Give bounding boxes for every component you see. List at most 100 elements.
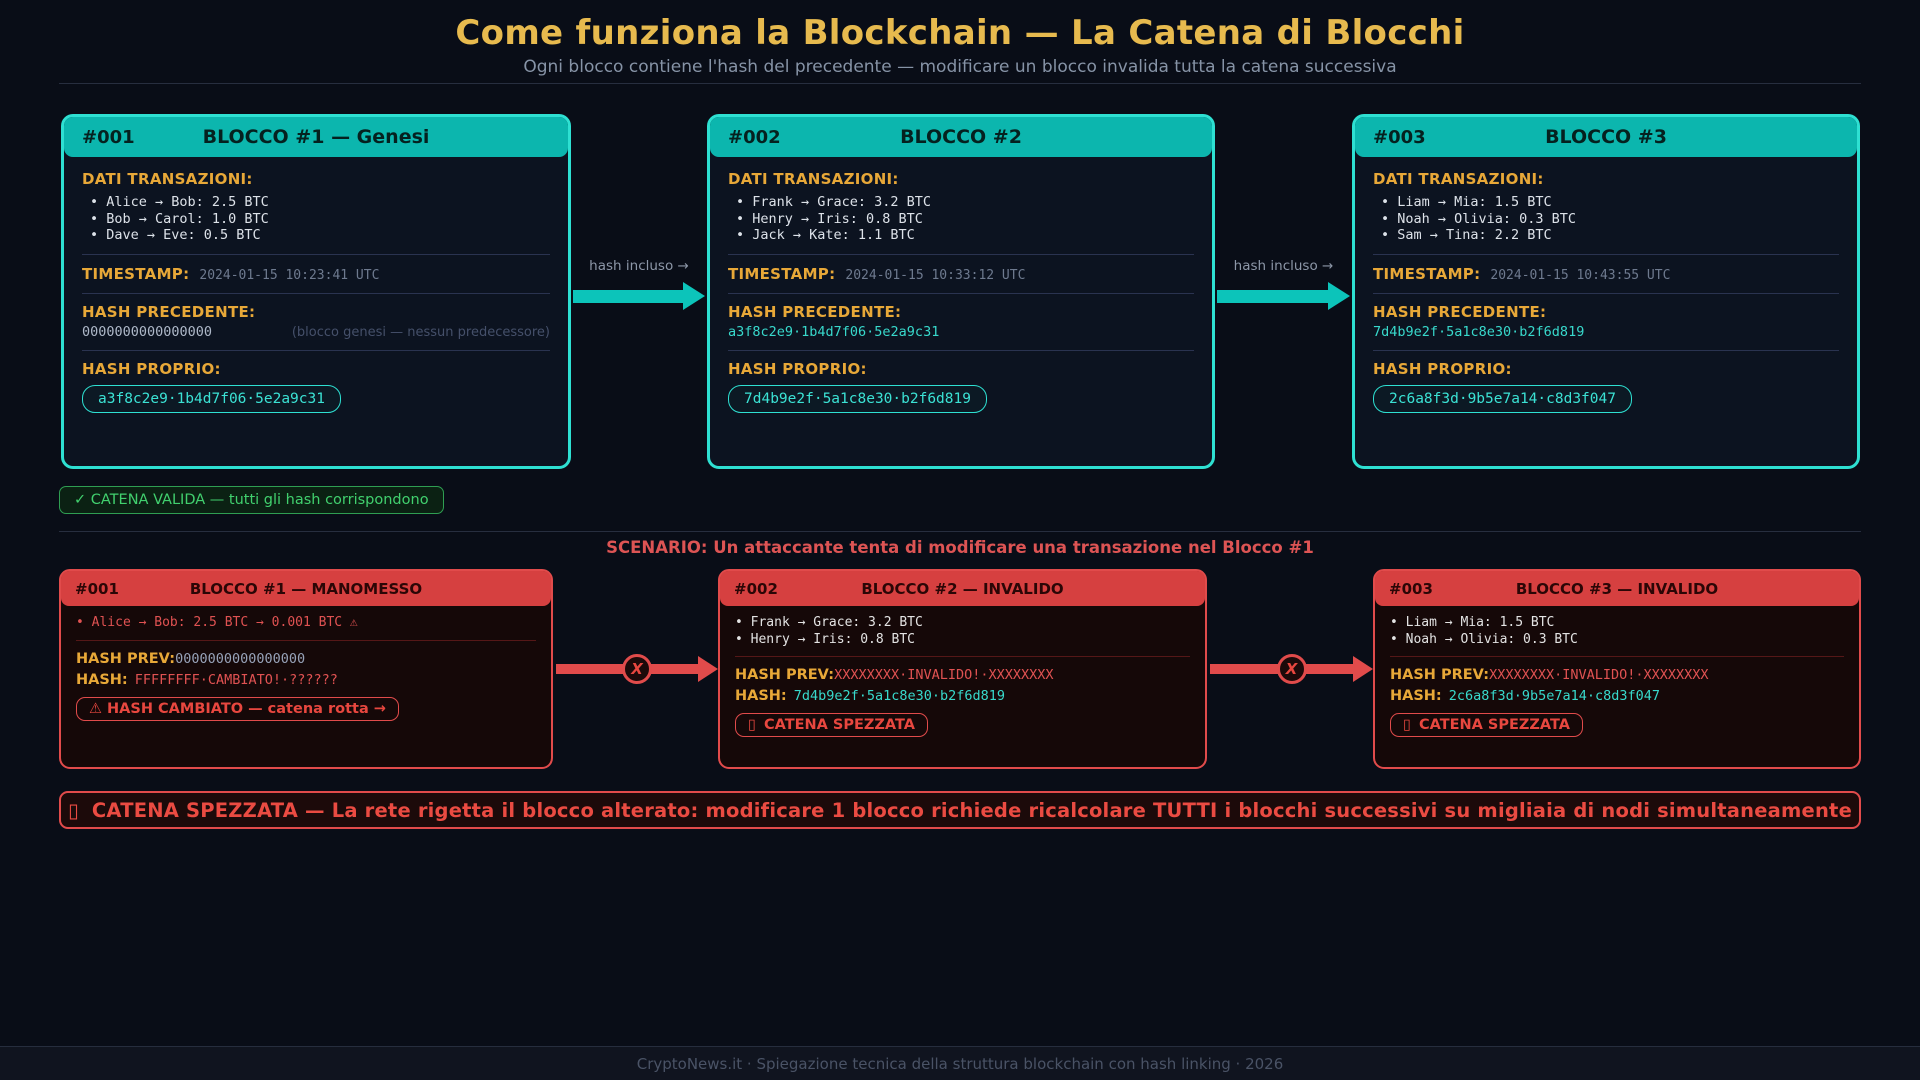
valid-block-1-header: #001 BLOCCO #1 — Genesi [64,117,568,157]
transactions-label: DATI TRANSAZIONI: [728,170,899,188]
broken-chain-missing-glyph-icon: ▯ [67,798,79,822]
chain-broken-banner: ▯ CATENA SPEZZATA — La rete rigetta il b… [59,791,1861,829]
valid-block-2: #002 BLOCCO #2 DATI TRANSAZIONI: • Frank… [707,114,1215,469]
invalid-block-3-body: • Liam → Mia: 1.5 BTC • Noah → Olivia: 0… [1375,606,1859,737]
chain-valid-badge: ✓ CATENA VALIDA — tutti gli hash corrisp… [59,486,444,514]
arrow-right-icon [698,656,718,682]
broken-link-arrow-1: X [556,654,718,684]
transaction-row: • Noah → Olivia: 0.3 BTC [1381,210,1577,227]
transaction-row: • Frank → Grace: 3.2 BTC [736,194,932,210]
divider [82,253,550,255]
broken-link-arrow-2: X [1210,654,1373,684]
valid-block-3: #003 BLOCCO #3 DATI TRANSAZIONI: • Liam … [1352,114,1860,469]
divider [735,656,1190,657]
own-hash-label: HASH PROPRIO: [1373,359,1512,378]
prev-hash-label: HASH PRECEDENTE: [728,302,902,321]
chain-broken-badge-label: CATENA SPEZZATA [763,717,916,733]
valid-block-1: #001 BLOCCO #1 — Genesi DATI TRANSAZIONI… [61,114,571,469]
prev-hash-label: HASH PREV: [1390,667,1490,683]
prev-hash-label: HASH PREV: [76,650,176,667]
prev-hash-value: 0000000000000000 [82,323,213,340]
transaction-row: • Liam → Mia: 1.5 BTC [1390,615,1555,630]
transactions-list: • Liam → Mia: 1.5 BTC • Noah → Olivia: 0… [1373,194,1839,244]
block-title: BLOCCO #1 — MANOMESSO [189,579,423,598]
arrow-right-icon [1217,282,1350,310]
prev-hash-row: 7d4b9e2f·5a1c8e30·b2f6d819 [1373,324,1839,340]
footer: CryptoNews.it · Spiegazione tecnica dell… [0,1046,1920,1080]
chain-broken-banner-text: CATENA SPEZZATA — La rete rigetta il blo… [91,798,1852,822]
block-id: #001 [75,579,119,598]
transaction-row: • Sam → Tina: 2.2 BTC [1381,227,1552,243]
broken-chain-missing-glyph-icon: ▯ [1403,717,1411,733]
transactions-label: DATI TRANSAZIONI: [1373,170,1544,188]
prev-hash-row: 0000000000000000 (blocco genesi — nessun… [82,324,550,340]
arrow-right-icon [573,282,705,310]
divider [1373,292,1839,294]
divider [728,292,1194,294]
timestamp-row: TIMESTAMP: 2024-01-15 10:43:55 UTC [1373,264,1839,283]
transaction-row: • Henry → Iris: 0.8 BTC [736,210,923,227]
prev-hash-value: a3f8c2e9·1b4d7f06·5e2a9c31 [728,323,940,340]
own-hash-row: HASH:2c6a8f3d·9b5e7a14·c8d3f047 [1390,685,1844,706]
prev-hash-label: HASH PREV: [735,667,835,683]
timestamp-row: TIMESTAMP:2024-01-15 10:23:41 UTC [82,264,550,283]
block-title: BLOCCO #2 [900,126,1022,148]
own-hash-label: HASH: [735,688,787,704]
divider [82,349,550,351]
tampered-block-1-header: #001 BLOCCO #1 — MANOMESSO [61,571,551,606]
own-hash-label: HASH: [1390,688,1442,704]
transaction-row: • Jack → Kate: 1.1 BTC [736,227,915,243]
transaction-row: • Noah → Olivia: 0.3 BTC [1390,631,1578,647]
invalid-block-2: #002 BLOCCO #2 — INVALIDO • Frank → Grac… [718,569,1207,769]
hash-changed-badge: ⚠ HASH CAMBIATO — catena rotta → [76,696,399,721]
divider [1373,349,1839,351]
block-id: #002 [734,579,778,598]
own-hash-value: 7d4b9e2f·5a1c8e30·b2f6d819 [728,384,987,413]
chain-broken-badge-label: CATENA SPEZZATA [1418,717,1571,733]
invalid-block-3: #003 BLOCCO #3 — INVALIDO • Liam → Mia: … [1373,569,1861,769]
invalid-block-2-body: • Frank → Grace: 3.2 BTC • Henry → Iris:… [720,606,1205,737]
transaction-row: • Frank → Grace: 3.2 BTC [735,615,923,630]
own-hash-label: HASH: [76,671,128,688]
own-hash-value: 2c6a8f3d·9b5e7a14·c8d3f047 [1373,384,1632,413]
chain-broken-badge: ▯ CATENA SPEZZATA [735,713,929,737]
block-title: BLOCCO #1 — Genesi [202,126,430,148]
timestamp-value: 2024-01-15 10:43:55 UTC [1490,267,1671,283]
prev-hash-label: HASH PRECEDENTE: [1373,302,1547,321]
block-title: BLOCCO #3 [1545,126,1667,148]
divider [1390,656,1844,657]
divider [728,349,1194,351]
own-hash-value: 7d4b9e2f·5a1c8e30·b2f6d819 [793,688,1006,704]
scenario-title: SCENARIO: Un attaccante tenta di modific… [606,538,1314,557]
divider [82,292,550,294]
own-hash-value: a3f8c2e9·1b4d7f06·5e2a9c31 [82,384,341,413]
transaction-row: • Alice → Bob: 2.5 BTC [90,194,269,210]
prev-hash-label: HASH PRECEDENTE: [82,302,256,321]
timestamp-value: 2024-01-15 10:33:12 UTC [845,267,1026,283]
arrow-right-icon [1353,656,1373,682]
transactions-list: • Alice → Bob: 2.5 BTC • Bob → Carol: 1.… [82,194,550,244]
prev-hash-row: HASH PREV:0000000000000000 [76,648,536,669]
prev-hash-value: XXXXXXXX·INVALIDO!·XXXXXXXX [834,667,1054,683]
timestamp-row: TIMESTAMP:2024-01-15 10:33:12 UTC [728,264,1194,283]
timestamp-label: TIMESTAMP: [1373,264,1481,283]
block-id: #002 [728,126,781,148]
transactions-list: • Frank → Grace: 3.2 BTC • Henry → Iris:… [728,194,1194,244]
valid-block-2-body: DATI TRANSAZIONI: • Frank → Grace: 3.2 B… [710,157,1212,413]
prev-hash-value: XXXXXXXX·INVALIDO!·XXXXXXXX [1489,667,1709,683]
tampered-block-1-body: • Alice → Bob: 2.5 BTC → 0.001 BTC ⚠ HAS… [61,606,551,721]
transaction-row: • Alice → Bob: 2.5 BTC → 0.001 BTC ⚠ [76,615,358,630]
invalid-block-3-header: #003 BLOCCO #3 — INVALIDO [1375,571,1859,606]
broken-x-icon: X [622,654,652,684]
divider [1373,253,1839,255]
divider [76,639,536,641]
transactions-label: DATI TRANSAZIONI: [82,170,253,188]
block-id: #003 [1389,579,1433,598]
broken-chain-missing-glyph-icon: ▯ [748,717,756,733]
hash-link-arrow-2: hash incluso → [1217,258,1350,310]
page-subtitle: Ogni blocco contiene l'hash del preceden… [523,57,1397,77]
timestamp-value: 2024-01-15 10:23:41 UTC [199,267,380,283]
valid-block-2-header: #002 BLOCCO #2 [710,117,1212,157]
chain-broken-badge: ▯ CATENA SPEZZATA [1390,713,1584,737]
